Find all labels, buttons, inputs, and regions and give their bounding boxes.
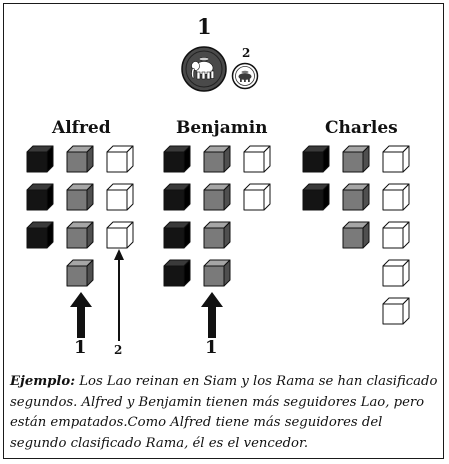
cube-black bbox=[26, 145, 54, 173]
cube-black bbox=[302, 183, 330, 211]
alfred-gray-arrow-icon bbox=[70, 292, 92, 338]
caption-lead: Ejemplo: bbox=[10, 374, 76, 389]
cube-white bbox=[106, 145, 134, 173]
cube-black bbox=[163, 145, 191, 173]
alfred-gray-rank-label: 1 bbox=[74, 337, 87, 358]
cube-gray bbox=[66, 145, 94, 173]
alfred-white-arrow-icon bbox=[114, 249, 124, 341]
cube-black bbox=[26, 183, 54, 211]
cube-gray bbox=[203, 259, 231, 287]
caption-body: Los Lao reinan en Siam y los Rama se han… bbox=[10, 374, 438, 451]
benjamin-gray-rank-label: 1 bbox=[205, 337, 218, 358]
alfred-white-rank-label: 2 bbox=[114, 343, 123, 357]
cube-black bbox=[163, 221, 191, 249]
cube-black bbox=[163, 183, 191, 211]
cube-gray bbox=[66, 221, 94, 249]
cube-gray bbox=[203, 183, 231, 211]
cube-white bbox=[382, 183, 410, 211]
second-rank-number: 2 bbox=[242, 46, 251, 60]
cube-gray bbox=[342, 145, 370, 173]
cube-white bbox=[382, 221, 410, 249]
elephant-token-icon bbox=[181, 46, 227, 92]
cube-gray bbox=[66, 259, 94, 287]
cube-gray bbox=[66, 183, 94, 211]
cube-white bbox=[382, 259, 410, 287]
cube-gray bbox=[203, 145, 231, 173]
player-name-benjamin: Benjamin bbox=[176, 118, 268, 138]
cube-white bbox=[382, 297, 410, 325]
benjamin-gray-arrow-icon bbox=[201, 292, 223, 338]
player-name-alfred: Alfred bbox=[52, 118, 111, 138]
cube-gray bbox=[342, 221, 370, 249]
first-rank-number: 1 bbox=[197, 14, 212, 39]
player-name-charles: Charles bbox=[325, 118, 398, 138]
cube-white bbox=[382, 145, 410, 173]
cube-white bbox=[106, 183, 134, 211]
cube-gray bbox=[342, 183, 370, 211]
cube-black bbox=[163, 259, 191, 287]
cube-white bbox=[106, 221, 134, 249]
cube-white bbox=[243, 145, 271, 173]
small-token-icon bbox=[231, 62, 259, 90]
cube-black bbox=[26, 221, 54, 249]
cube-white bbox=[243, 183, 271, 211]
cube-gray bbox=[203, 221, 231, 249]
example-caption: Ejemplo: Los Lao reinan en Siam y los Ra… bbox=[10, 372, 438, 454]
cube-black bbox=[302, 145, 330, 173]
